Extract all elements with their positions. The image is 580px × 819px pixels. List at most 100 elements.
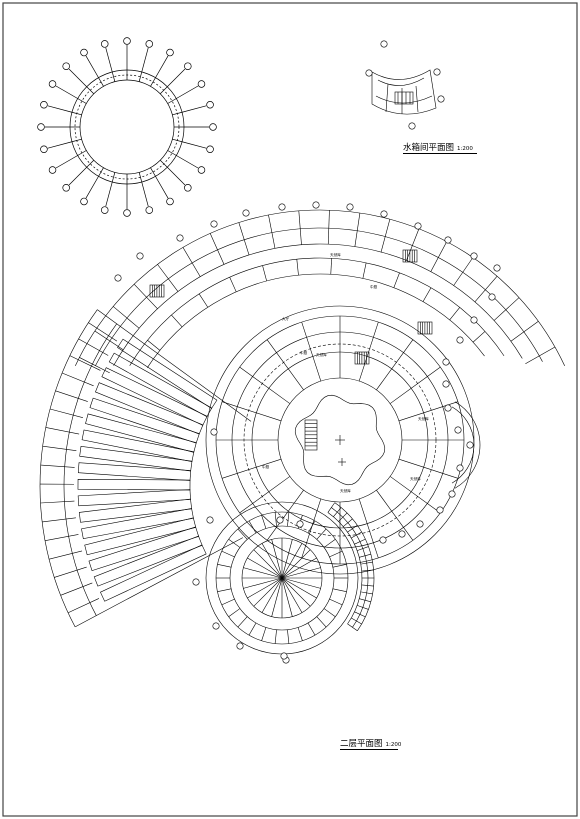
low-partition [217, 588, 232, 593]
ring-axis-leader [47, 105, 73, 113]
gallery-divider [49, 408, 83, 419]
ramp-step [360, 561, 373, 565]
axis-bubble [493, 264, 501, 272]
ring-partition [167, 98, 177, 104]
ring-axis-leader [181, 105, 207, 113]
wing-inner-partition [393, 272, 400, 288]
low-partition [287, 629, 290, 644]
axis-bubble [176, 234, 184, 242]
axis-bubble [416, 520, 424, 528]
axis-bubble [145, 40, 154, 48]
low-radial [247, 577, 283, 599]
ramp-step [347, 524, 358, 533]
ring-partition [172, 138, 183, 143]
wing-inner-partition [449, 307, 460, 321]
axis-bubble [444, 236, 452, 244]
low-partition [307, 520, 316, 534]
ring-axis-leader [176, 85, 199, 99]
entrance-arc [454, 401, 481, 489]
wing-partition [474, 276, 498, 303]
wing-partition [354, 212, 361, 247]
axis-bubble [123, 37, 131, 45]
low-partition [248, 622, 257, 636]
axis-bubble [184, 184, 192, 192]
seating-row [93, 535, 203, 587]
gallery-divider [69, 355, 101, 371]
low-radial [281, 557, 317, 579]
wing-inner-partition [422, 287, 432, 302]
main-partition [398, 458, 459, 479]
wing-inner-partition [229, 277, 237, 292]
ring-partition [172, 111, 183, 116]
room-labels: 天然库中庭天然库中庭天然库中庭天然库大厅天然库 [262, 252, 429, 493]
gallery-divider [88, 322, 118, 342]
ramp-step [343, 518, 353, 527]
gallery-divider [44, 534, 79, 541]
ring-partition [159, 159, 168, 168]
ring-axis-leader [105, 47, 113, 73]
axis-bubble [48, 80, 57, 88]
ring-partition [71, 111, 82, 116]
ramp-step [354, 611, 366, 618]
gallery-divider [48, 550, 83, 560]
second-floor-plan-scale: 1:200 [385, 742, 402, 748]
wing-partition [510, 321, 539, 342]
wing-partition [157, 264, 179, 292]
ring-axis-leader [141, 181, 149, 207]
room-label: 天然库 [340, 488, 351, 493]
gallery-divider [40, 500, 75, 504]
wing-partition [298, 210, 302, 245]
axis-bubble [312, 201, 320, 209]
ramp-step [361, 569, 374, 572]
atrium-outline [294, 394, 386, 486]
low-partition [316, 616, 327, 628]
axis-bubble [380, 40, 388, 48]
low-radial [253, 549, 283, 579]
axis-bubble [114, 274, 122, 282]
seating-row [100, 544, 207, 602]
wing-partition [525, 346, 556, 365]
ring-axis-leader [141, 47, 149, 73]
axis-bubble [242, 209, 250, 217]
low-partition [261, 627, 267, 641]
ring-partition [86, 159, 95, 168]
seating-row [79, 445, 193, 472]
hall-outer-arc [39, 309, 98, 627]
small-ring-plan [37, 37, 217, 217]
main-partition [266, 339, 304, 391]
axis-bubble [278, 203, 286, 211]
axis-bubble [80, 197, 88, 206]
main-partition [389, 476, 441, 514]
axis-bubble [48, 166, 57, 174]
low-partition [323, 608, 336, 618]
low-partition [237, 616, 248, 628]
axis-bubble [206, 516, 214, 524]
wing-partition [238, 222, 250, 256]
ring-partition [111, 172, 116, 183]
axis-bubble [166, 197, 174, 206]
gallery-divider [60, 582, 93, 596]
wing-inner-partition [472, 331, 486, 343]
ring-partition [98, 167, 104, 177]
ramp-step [359, 598, 371, 603]
room-label: 中庭 [262, 464, 270, 469]
low-radial [281, 567, 321, 579]
tank-axis-bubbles [365, 40, 445, 130]
low-partition [329, 550, 343, 558]
seating-row [85, 413, 197, 453]
ring-partition [138, 71, 143, 82]
ring-axis-leader [167, 68, 186, 87]
low-partition [316, 528, 327, 540]
axis-bubble [436, 506, 444, 514]
axis-bubble [365, 69, 373, 77]
main-partition [239, 476, 291, 514]
low-partition [228, 608, 241, 618]
axis-bubble [62, 62, 70, 70]
main-round-building [205, 305, 481, 575]
seating-row [88, 526, 200, 572]
second-floor-title-underline [340, 749, 398, 750]
wing-partition [430, 241, 448, 272]
axis-bubble [197, 166, 206, 174]
